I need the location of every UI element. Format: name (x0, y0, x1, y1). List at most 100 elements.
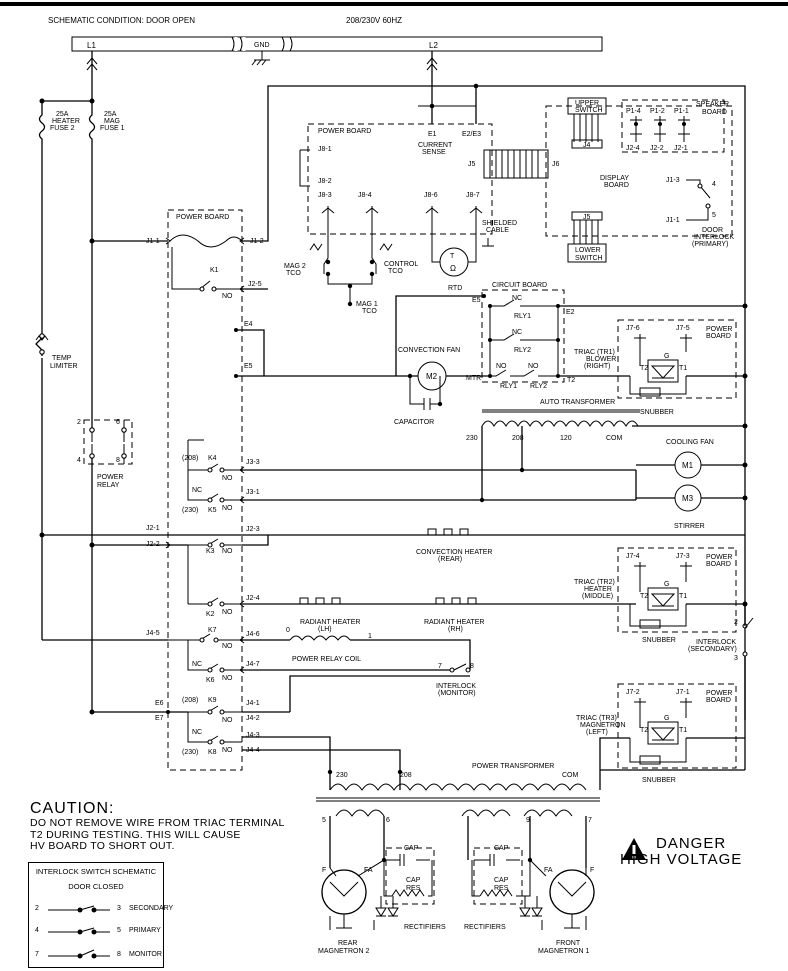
svg-text:NO: NO (222, 643, 233, 650)
svg-text:REAR: REAR (338, 940, 357, 947)
svg-text:J4-2: J4-2 (246, 715, 260, 722)
svg-text:T1: T1 (679, 593, 687, 600)
svg-text:CIRCUIT BOARD: CIRCUIT BOARD (492, 282, 547, 289)
svg-text:MAG: MAG (104, 118, 120, 125)
svg-text:RLY1: RLY1 (514, 313, 531, 320)
svg-text:P1-2: P1-2 (650, 108, 665, 115)
triac-tr3: J7-2 J7-1 POWER BOARD T2 T1 G SNUBBER TR… (576, 683, 737, 784)
svg-text:2: 2 (77, 419, 81, 426)
svg-text:CONVECTION FAN: CONVECTION FAN (398, 347, 460, 354)
svg-text:G: G (664, 581, 669, 588)
svg-text:CAPACITOR: CAPACITOR (394, 419, 434, 426)
svg-text:FUSE 2: FUSE 2 (50, 125, 75, 132)
svg-text:6: 6 (116, 419, 120, 426)
svg-text:P1-1: P1-1 (674, 108, 689, 115)
svg-text:CAP: CAP (494, 877, 509, 884)
danger-warning-icon (622, 838, 646, 860)
svg-text:NC: NC (192, 661, 202, 668)
svg-text:4: 4 (77, 457, 81, 464)
svg-text:J6: J6 (552, 161, 560, 168)
svg-text:NO: NO (222, 548, 233, 555)
svg-text:CURRENT: CURRENT (418, 142, 453, 149)
svg-text:POWER BOARD: POWER BOARD (176, 214, 229, 221)
power-relay: 2 6 4 8 POWER RELAY (77, 419, 133, 489)
svg-text:RLY1: RLY1 (500, 383, 517, 390)
svg-text:SENSE: SENSE (422, 149, 446, 156)
svg-text:AUTO TRANSFORMER: AUTO TRANSFORMER (540, 399, 615, 406)
svg-text:K3: K3 (206, 548, 215, 555)
svg-text:230: 230 (466, 435, 478, 442)
svg-text:E7: E7 (155, 715, 164, 722)
svg-text:M2: M2 (426, 372, 438, 381)
interlock-schematic-title: INTERLOCK SWITCH SCHEMATIC (35, 867, 157, 876)
svg-text:SPEAKER: SPEAKER (696, 101, 729, 108)
svg-text:230: 230 (336, 772, 348, 779)
svg-text:J7-6: J7-6 (626, 325, 640, 332)
svg-text:FA: FA (364, 867, 373, 874)
svg-text:CAP: CAP (406, 877, 421, 884)
interlock-row-name: PRIMARY (129, 927, 161, 934)
svg-text:DISPLAY: DISPLAY (600, 175, 629, 182)
svg-text:1: 1 (368, 633, 372, 640)
svg-text:J2-4: J2-4 (626, 145, 640, 152)
svg-text:208: 208 (512, 435, 524, 442)
svg-text:TRIAC (TR1): TRIAC (TR1) (574, 349, 615, 356)
svg-text:CABLE: CABLE (486, 227, 509, 234)
svg-text:T2: T2 (640, 727, 648, 734)
svg-text:5: 5 (712, 212, 716, 219)
svg-text:M3: M3 (682, 494, 694, 503)
svg-text:E5: E5 (244, 363, 253, 370)
svg-text:M1: M1 (682, 461, 694, 470)
svg-text:POWER RELAY COIL: POWER RELAY COIL (292, 656, 361, 663)
svg-text:K7: K7 (208, 627, 217, 634)
power-board-top: POWER BOARD J8-1 J8-2 J8-3 J8-4 J8-6 J8-… (299, 123, 517, 235)
svg-text:MAG 1: MAG 1 (356, 301, 378, 308)
svg-text:COM: COM (562, 772, 579, 779)
triac-tr2: J7-4 J7-3 POWER BOARD T2 T1 G SNUBBER TR… (574, 547, 737, 644)
svg-text:NO: NO (222, 609, 233, 616)
svg-text:(MIDDLE): (MIDDLE) (582, 593, 613, 600)
svg-text:T1: T1 (679, 365, 687, 372)
svg-text:FRONT: FRONT (556, 940, 581, 947)
heater-fuse: 25A HEATER FUSE 2 (38, 101, 80, 145)
svg-text:TCO: TCO (362, 308, 377, 315)
svg-text:J2-1: J2-1 (146, 525, 160, 532)
svg-text:(RH): (RH) (448, 626, 463, 633)
caution-note: CAUTION: DO NOT REMOVE WIRE FROM TRIAC T… (30, 800, 330, 853)
svg-text:INTERLOCK: INTERLOCK (696, 639, 736, 646)
svg-text:J8-4: J8-4 (358, 192, 372, 199)
svg-text:K8: K8 (208, 749, 217, 756)
svg-text:TCO: TCO (286, 270, 301, 277)
svg-text:POWER: POWER (706, 326, 732, 333)
high-voltage-secondary: 5 6 9 7 CAP CAP CAP RES CAP RES RECTIFIE… (318, 816, 595, 955)
svg-text:J8-1: J8-1 (318, 146, 332, 153)
svg-text:25A: 25A (104, 111, 117, 118)
svg-text:RADIANT HEATER: RADIANT HEATER (424, 619, 484, 626)
interlock-secondary: 2 3 INTERLOCK (SECONDARY) (688, 617, 754, 662)
svg-text:L2: L2 (429, 41, 438, 50)
svg-text:(LEFT): (LEFT) (586, 729, 608, 736)
caution-line: HV BOARD TO SHORT OUT. (30, 840, 175, 852)
svg-text:BOARD: BOARD (702, 109, 727, 116)
svg-text:J5: J5 (583, 214, 591, 221)
svg-text:MAG 2: MAG 2 (284, 263, 306, 270)
svg-text:J2-3: J2-3 (246, 526, 260, 533)
svg-text:L1: L1 (87, 41, 96, 50)
svg-text:J7-2: J7-2 (626, 689, 640, 696)
svg-text:J2-4: J2-4 (246, 595, 260, 602)
svg-text:E5: E5 (472, 297, 481, 304)
svg-text:LIMITER: LIMITER (50, 363, 78, 370)
svg-text:J7-5: J7-5 (676, 325, 690, 332)
svg-text:F: F (322, 867, 326, 874)
svg-text:NC: NC (512, 329, 522, 336)
svg-text:INTERLOCK: INTERLOCK (694, 234, 734, 241)
svg-text:T1: T1 (679, 727, 687, 734)
svg-text:K2: K2 (206, 611, 215, 618)
interlock-monitor: 7 8 INTERLOCK (MONITOR) (436, 663, 476, 697)
svg-text:8: 8 (470, 663, 474, 670)
svg-text:SNUBBER: SNUBBER (640, 409, 674, 416)
caution-title: CAUTION: (30, 800, 115, 817)
svg-text:HEATER: HEATER (584, 586, 612, 593)
svg-text:J2-2: J2-2 (650, 145, 664, 152)
